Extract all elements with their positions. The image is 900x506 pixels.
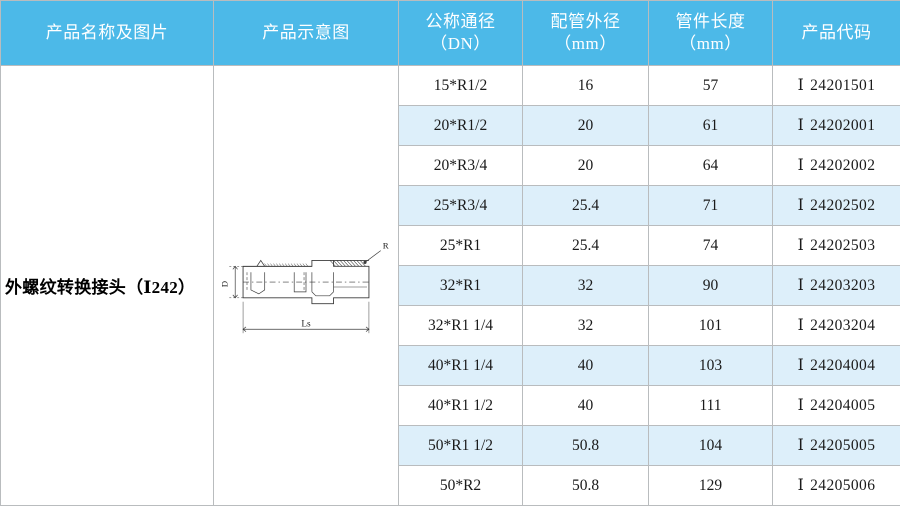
code-number: 24202502 bbox=[810, 197, 875, 214]
cell-length: 71 bbox=[649, 186, 773, 226]
header-pipe-outer-diameter: 配管外径（mm） bbox=[523, 1, 649, 66]
cell-dn: 20*R3/4 bbox=[399, 146, 523, 186]
cell-product-code: Ⅰ 24203203 bbox=[773, 266, 900, 306]
diagram-container: D Ls R bbox=[214, 66, 398, 505]
header-label-line: 配管外径 bbox=[523, 11, 648, 33]
cell-od: 16 bbox=[523, 66, 649, 106]
cell-product-code: Ⅰ 24205005 bbox=[773, 426, 900, 466]
cell-dn: 50*R1 1/2 bbox=[399, 426, 523, 466]
code-number: 24205006 bbox=[810, 477, 875, 494]
header-label-line: 产品代码 bbox=[773, 22, 900, 44]
code-number: 24201501 bbox=[810, 77, 875, 94]
code-prefix: Ⅰ bbox=[798, 157, 805, 174]
header-nominal-diameter: 公称通径（DN） bbox=[399, 1, 523, 66]
header-row: 产品名称及图片产品示意图公称通径（DN）配管外径（mm）管件长度（mm）产品代码 bbox=[1, 1, 900, 66]
code-number: 24203204 bbox=[810, 317, 875, 334]
fitting-technical-drawing: D Ls R bbox=[217, 227, 395, 345]
header-product-name: 产品名称及图片 bbox=[1, 1, 214, 66]
code-number: 24203203 bbox=[810, 277, 875, 294]
code-number: 24204005 bbox=[810, 397, 875, 414]
code-prefix: Ⅰ bbox=[798, 437, 805, 454]
cell-dn: 20*R1/2 bbox=[399, 106, 523, 146]
cell-product-code: Ⅰ 24202502 bbox=[773, 186, 900, 226]
table-header: 产品名称及图片产品示意图公称通径（DN）配管外径（mm）管件长度（mm）产品代码 bbox=[1, 1, 900, 66]
header-label-line: （mm） bbox=[523, 33, 648, 55]
cell-dn: 40*R1 1/4 bbox=[399, 346, 523, 386]
cell-product-code: Ⅰ 24203204 bbox=[773, 306, 900, 346]
header-label-line: （mm） bbox=[649, 33, 772, 55]
cell-dn: 15*R1/2 bbox=[399, 66, 523, 106]
cell-od: 25.4 bbox=[523, 186, 649, 226]
cell-length: 57 bbox=[649, 66, 773, 106]
cell-od: 20 bbox=[523, 146, 649, 186]
header-product-code: 产品代码 bbox=[773, 1, 900, 66]
cell-product-code: Ⅰ 24204005 bbox=[773, 386, 900, 426]
header-label-line: 产品示意图 bbox=[214, 22, 398, 44]
product-diagram-cell: D Ls R bbox=[214, 66, 399, 506]
code-prefix: Ⅰ bbox=[798, 357, 805, 374]
code-prefix: Ⅰ bbox=[798, 317, 805, 334]
code-prefix: Ⅰ bbox=[798, 237, 805, 254]
cell-length: 74 bbox=[649, 226, 773, 266]
cell-product-code: Ⅰ 24202002 bbox=[773, 146, 900, 186]
code-prefix: Ⅰ bbox=[798, 397, 805, 414]
code-number: 24204004 bbox=[810, 357, 875, 374]
cell-dn: 32*R1 bbox=[399, 266, 523, 306]
cell-dn: 32*R1 1/4 bbox=[399, 306, 523, 346]
cell-length: 103 bbox=[649, 346, 773, 386]
header-label-line: 管件长度 bbox=[649, 11, 772, 33]
header-label-line: 公称通径 bbox=[399, 11, 522, 33]
code-number: 24202002 bbox=[810, 157, 875, 174]
cell-product-code: Ⅰ 24201501 bbox=[773, 66, 900, 106]
cell-product-code: Ⅰ 24205006 bbox=[773, 466, 900, 506]
diagram-label-thread: R bbox=[383, 240, 389, 250]
cell-dn: 50*R2 bbox=[399, 466, 523, 506]
cell-length: 101 bbox=[649, 306, 773, 346]
header-fitting-length: 管件长度（mm） bbox=[649, 1, 773, 66]
cell-od: 40 bbox=[523, 386, 649, 426]
cell-dn: 40*R1 1/2 bbox=[399, 386, 523, 426]
code-number: 24205005 bbox=[810, 437, 875, 454]
cell-dn: 25*R3/4 bbox=[399, 186, 523, 226]
cell-dn: 25*R1 bbox=[399, 226, 523, 266]
cell-length: 64 bbox=[649, 146, 773, 186]
header-diagram: 产品示意图 bbox=[214, 1, 399, 66]
cell-product-code: Ⅰ 24202503 bbox=[773, 226, 900, 266]
cell-od: 32 bbox=[523, 306, 649, 346]
code-prefix: Ⅰ bbox=[798, 117, 805, 134]
header-label-line: （DN） bbox=[399, 33, 522, 55]
cell-od: 50.8 bbox=[523, 426, 649, 466]
code-number: 24202503 bbox=[810, 237, 875, 254]
code-prefix: Ⅰ bbox=[798, 77, 805, 94]
cell-product-code: Ⅰ 24204004 bbox=[773, 346, 900, 386]
cell-od: 32 bbox=[523, 266, 649, 306]
product-name-cell: 外螺纹转换接头（Ⅰ242） bbox=[1, 66, 214, 506]
header-label-line: 产品名称及图片 bbox=[1, 22, 213, 44]
cell-od: 25.4 bbox=[523, 226, 649, 266]
cell-length: 111 bbox=[649, 386, 773, 426]
cell-length: 129 bbox=[649, 466, 773, 506]
diagram-label-length: Ls bbox=[301, 319, 311, 329]
cell-length: 90 bbox=[649, 266, 773, 306]
diagram-label-diameter: D bbox=[219, 280, 229, 287]
code-prefix: Ⅰ bbox=[798, 277, 805, 294]
code-number: 24202001 bbox=[810, 117, 875, 134]
code-prefix: Ⅰ bbox=[798, 477, 805, 494]
code-prefix: Ⅰ bbox=[798, 197, 805, 214]
cell-product-code: Ⅰ 24202001 bbox=[773, 106, 900, 146]
cell-length: 104 bbox=[649, 426, 773, 466]
cell-length: 61 bbox=[649, 106, 773, 146]
cell-od: 40 bbox=[523, 346, 649, 386]
cell-od: 50.8 bbox=[523, 466, 649, 506]
cell-od: 20 bbox=[523, 106, 649, 146]
